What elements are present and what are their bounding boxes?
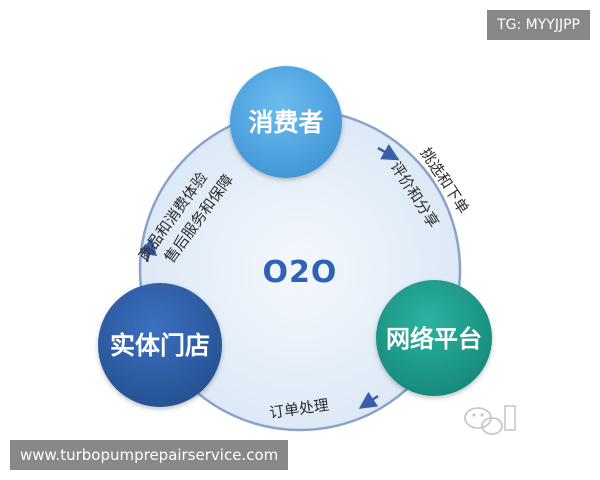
arrow-store-to-consumer-icon	[139, 237, 157, 263]
node-consumer-label: 消费者	[248, 108, 323, 137]
node-store-label: 实体门店	[110, 331, 210, 360]
center-label: O2O	[263, 255, 338, 290]
node-platform-label: 网络平台	[386, 325, 482, 353]
watermark-url-badge: www.turbopumprepairservice.com	[10, 440, 289, 470]
arrow-platform-to-store-icon	[358, 391, 379, 409]
arrow-consumer-to-platform-icon	[377, 144, 400, 161]
node-platform	[376, 280, 492, 396]
node-consumer	[230, 66, 342, 178]
wechat-logo-icon	[464, 405, 516, 435]
node-store	[98, 283, 222, 407]
watermark-tag-badge: TG: MYYJJPP	[487, 10, 590, 40]
